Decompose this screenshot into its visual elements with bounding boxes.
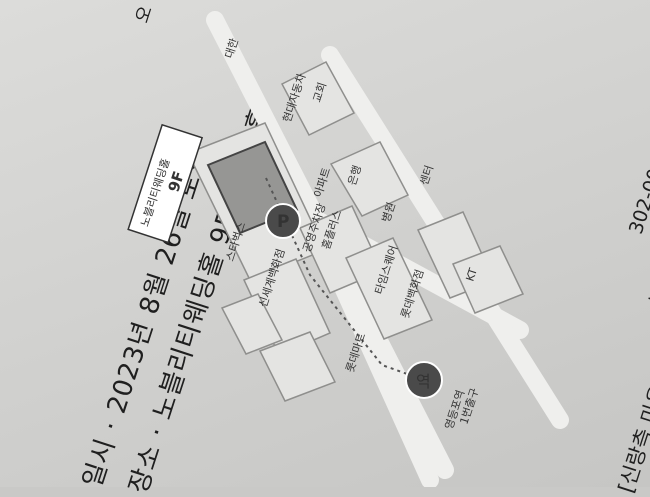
station-marker: 역 (405, 361, 443, 399)
label-bank: 은행 (345, 164, 364, 187)
buildings (186, 61, 525, 402)
label-apartment: 아파트 (311, 166, 333, 199)
label-kt: KT (463, 266, 479, 283)
location-map: 노블리티웨딩홀 9F P 역 스타벅스 영등포역 1번출구 롯데마트 롯데백화점… (127, 11, 569, 487)
label-hospital: 병원 (379, 201, 398, 224)
label-church: 교회 (310, 81, 329, 104)
label-hall: 대한 (222, 37, 241, 60)
station-marker-label: 역 (416, 372, 431, 391)
venue-floor: 9F (165, 169, 189, 194)
parking-label: P (277, 212, 289, 232)
parking-marker: P (265, 203, 301, 239)
label-center: 센터 (417, 164, 436, 187)
venue-label: 노블리티웨딩홀 9F (127, 123, 204, 244)
